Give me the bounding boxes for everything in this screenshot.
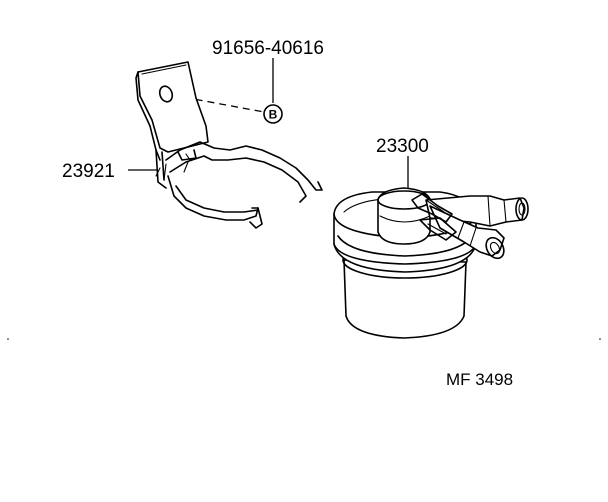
scan-mark [7,338,9,340]
figure-code: MF 3498 [446,370,513,389]
callout-b: B [263,104,283,124]
fuel-filter-assembly [333,187,529,339]
fuel-filter-bracket [135,61,323,229]
bracket-part-number: 23921 [62,161,115,182]
filter-part-number: 23300 [376,136,429,157]
bracket-mounting-hole [158,85,174,103]
pipe-clip [411,193,457,241]
svg-text:B: B [269,108,278,122]
bolt-part-number: 91656-40616 [212,38,324,59]
scan-mark [599,338,601,340]
